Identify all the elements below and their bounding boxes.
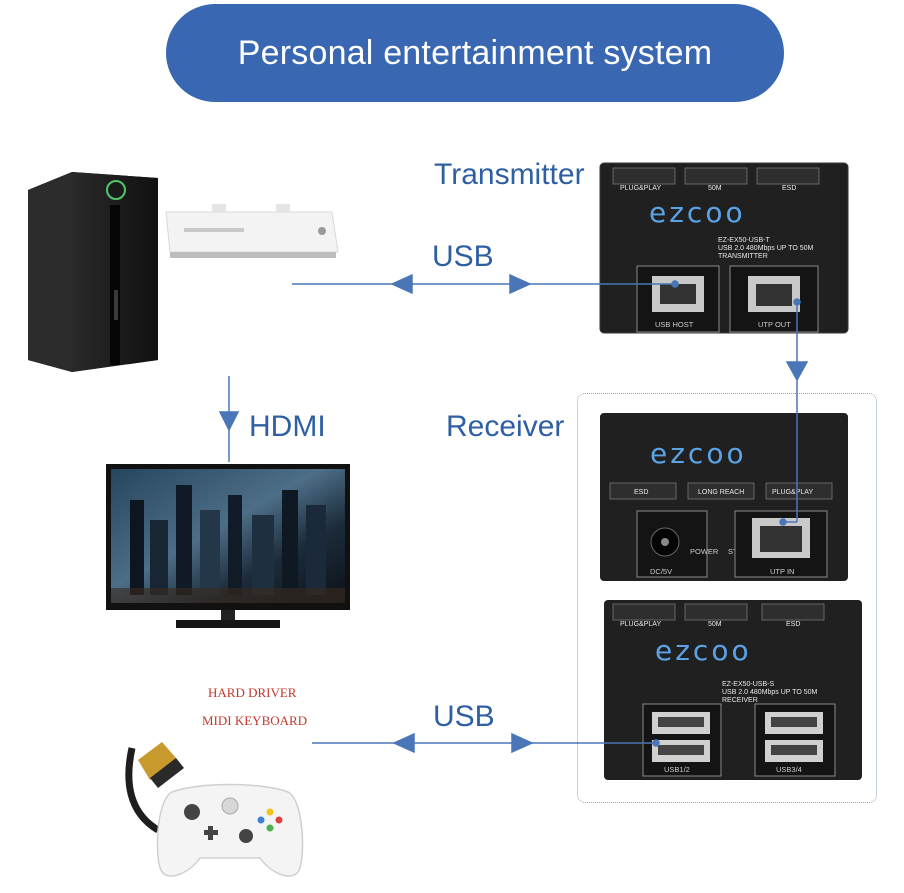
usb-label-top: USB	[432, 240, 494, 273]
receiver-tab-2: LONG REACH	[698, 489, 744, 496]
hub-tab-1: PLUG&PLAY	[620, 621, 661, 628]
hub-port-usb12: USB1/2	[664, 765, 690, 774]
hub-tab-2: 50M	[708, 621, 722, 628]
transmitter-port-utp-out: UTP OUT	[758, 320, 791, 329]
game-console-icon	[165, 204, 339, 258]
receiver-tab-3: PLUG&PLAY	[772, 489, 813, 496]
hub-model-line-2: USB 2.0 480Mbps UP TO 50M	[722, 689, 817, 696]
hub-tab-3: ESD	[786, 621, 800, 628]
hdmi-label: HDMI	[249, 410, 326, 443]
transmitter-tab-2: 50M	[708, 185, 722, 192]
usb-label-bottom: USB	[433, 700, 495, 733]
receiver-port-utp-in: UTP IN	[770, 567, 794, 576]
midi-keyboard-note: MIDI KEYBOARD	[202, 713, 308, 728]
transmitter-label: Transmitter	[434, 158, 585, 191]
page-title: Personal entertainment system	[237, 33, 713, 72]
transmitter-device: PLUG&PLAY 50M ESD ezcoo EZ-EX50-USB-T US…	[599, 162, 849, 334]
receiver-label: Receiver	[446, 410, 565, 443]
hub-brand-logo: ezcoo	[655, 634, 752, 667]
connector-usb-top	[292, 273, 679, 295]
connector-usb-bottom	[312, 732, 660, 754]
transmitter-model-line-3: TRANSMITTER	[718, 253, 768, 260]
usb-hub-device: PLUG&PLAY 50M ESD ezcoo EZ-EX50-USB-S US…	[604, 600, 862, 780]
connector-utp	[779, 298, 809, 526]
transmitter-model-line-1: EZ-EX50-USB-T	[718, 237, 770, 244]
receiver-brand-logo: ezcoo	[650, 437, 747, 470]
hub-model-line-3: RECEIVER	[722, 697, 758, 704]
television-icon	[106, 464, 350, 628]
receiver-tab-1: ESD	[634, 489, 648, 496]
hdmi-cable-icon	[125, 742, 184, 833]
hard-driver-note: HARD DRIVER	[208, 685, 297, 700]
receiver-port-dc: DC/5V	[650, 567, 672, 576]
pc-tower-icon	[28, 172, 158, 372]
transmitter-model-line-2: USB 2.0 480Mbps UP TO 50M	[718, 245, 813, 252]
receiver-group-box	[577, 393, 877, 803]
hub-model-line-1: EZ-EX50-USB-S	[722, 681, 774, 688]
receiver-device: ezcoo ESD LONG REACH PLUG&PLAY DC/5V POW…	[600, 413, 848, 581]
transmitter-tab-3: ESD	[782, 185, 796, 192]
hub-port-usb34: USB3/4	[776, 765, 802, 774]
receiver-power-label: POWER	[690, 547, 719, 556]
title-banner: Personal entertainment system	[166, 4, 784, 102]
transmitter-tab-1: PLUG&PLAY	[620, 185, 661, 192]
transmitter-port-usb-host: USB HOST	[655, 320, 694, 329]
transmitter-brand-logo: ezcoo	[649, 196, 746, 229]
gamepad-icon	[156, 783, 304, 877]
connector-hdmi	[218, 376, 240, 462]
